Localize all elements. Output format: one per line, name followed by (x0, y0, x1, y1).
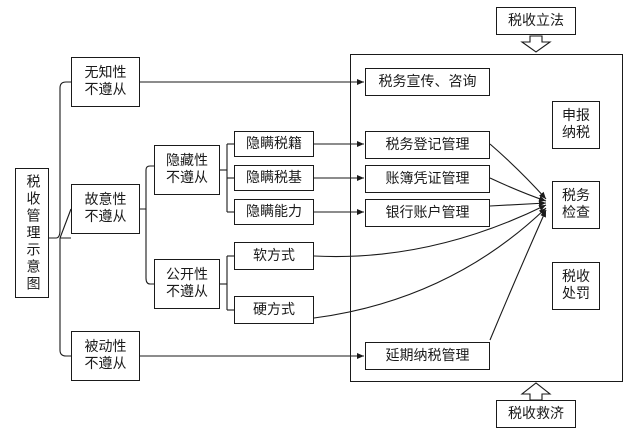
category-label: 无知性不遵从 (84, 65, 127, 98)
mgmt-label: 银行账户管理 (385, 204, 470, 221)
mgmt-bank-account: 银行账户管理 (365, 199, 490, 227)
root-box: 税收管理示意图 (15, 168, 49, 298)
sub-label: 公开性不遵从 (166, 267, 208, 300)
mgmt-label: 税务宣传、咨询 (378, 73, 477, 90)
action-label: 税务检查 (562, 188, 590, 221)
hidden-item: 隐瞒税基 (234, 165, 314, 191)
category-deliberate: 故意性不遵从 (71, 184, 140, 234)
sub-hidden: 隐藏性不遵从 (154, 145, 220, 195)
open-item-label: 硬方式 (253, 301, 295, 318)
mgmt-label: 账簿凭证管理 (385, 170, 470, 187)
category-unaware: 无知性不遵从 (71, 57, 140, 107)
action-label: 申报纳税 (562, 108, 590, 141)
hidden-item-label: 隐瞒税籍 (246, 135, 302, 152)
mgmt-deferral: 延期纳税管理 (365, 342, 490, 370)
action-label: 税收处罚 (562, 269, 590, 302)
mgmt-books: 账簿凭证管理 (365, 165, 490, 193)
mgmt-label: 税务登记管理 (385, 136, 470, 153)
tax-legislation-label: 税收立法 (508, 12, 564, 29)
root-label: 税收管理示意图 (24, 173, 41, 293)
mgmt-registration: 税务登记管理 (365, 131, 490, 159)
action-declare: 申报纳税 (552, 101, 600, 149)
mgmt-publicity: 税务宣传、咨询 (365, 68, 490, 96)
action-penalty: 税收处罚 (552, 262, 600, 310)
sub-label: 隐藏性不遵从 (166, 153, 208, 186)
management-frame (350, 54, 623, 382)
mgmt-label: 延期纳税管理 (385, 347, 470, 364)
hidden-item-label: 隐瞒能力 (246, 203, 302, 220)
action-inspect: 税务检查 (552, 181, 600, 229)
tax-relief-box: 税收救济 (496, 400, 576, 428)
open-item: 软方式 (234, 242, 314, 270)
hidden-item: 隐瞒能力 (234, 199, 314, 225)
category-label: 故意性不遵从 (84, 192, 127, 225)
category-label: 被动性不遵从 (84, 339, 127, 372)
open-item-label: 软方式 (253, 247, 295, 264)
hidden-item: 隐瞒税籍 (234, 131, 314, 157)
tax-relief-label: 税收救济 (508, 405, 564, 422)
category-passive: 被动性不遵从 (71, 331, 140, 381)
sub-open: 公开性不遵从 (154, 259, 220, 309)
hidden-item-label: 隐瞒税基 (246, 169, 302, 186)
tax-legislation-box: 税收立法 (496, 7, 576, 35)
open-item: 硬方式 (234, 296, 314, 324)
